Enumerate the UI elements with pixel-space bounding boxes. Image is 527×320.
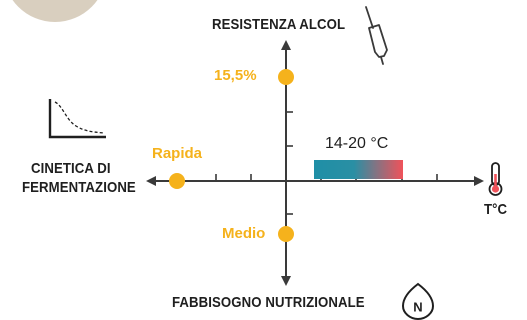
axis-label-nutritional-need: FABBISOGNO NUTRIZIONALE xyxy=(172,294,365,311)
axis-label-temperature: T°C xyxy=(484,201,508,218)
y-axis-arrow-top xyxy=(281,40,291,50)
kinetics-marker xyxy=(169,173,185,189)
nutrition-value-label: Medio xyxy=(222,225,266,242)
pipette-icon xyxy=(365,6,388,65)
x-axis-arrow-left xyxy=(146,176,156,186)
y-axis-ticks xyxy=(286,111,293,215)
nutrition-marker xyxy=(278,226,294,242)
decorative-circle xyxy=(12,0,98,22)
axis-label-kinetics-line2: FERMENTAZIONE xyxy=(22,179,136,196)
kinetics-value-label: Rapida xyxy=(152,145,203,162)
nitrogen-symbol: N xyxy=(413,300,422,315)
alcohol-marker xyxy=(278,69,294,85)
x-axis-arrow-right xyxy=(474,176,484,186)
kinetics-curve-icon xyxy=(48,99,106,139)
temperature-range-bar xyxy=(314,160,403,179)
temperature-range-label: 14-20 °C xyxy=(325,135,389,152)
axis-label-alcohol-resistance: RESISTENZA ALCOL xyxy=(212,16,346,33)
alcohol-value-label: 15,5% xyxy=(214,67,257,84)
axis-label-kinetics-line1: CINETICA DI xyxy=(31,160,111,177)
y-axis-arrow-bottom xyxy=(281,276,291,286)
thermometer-icon xyxy=(488,162,503,196)
nitrogen-icon: N xyxy=(401,282,435,320)
